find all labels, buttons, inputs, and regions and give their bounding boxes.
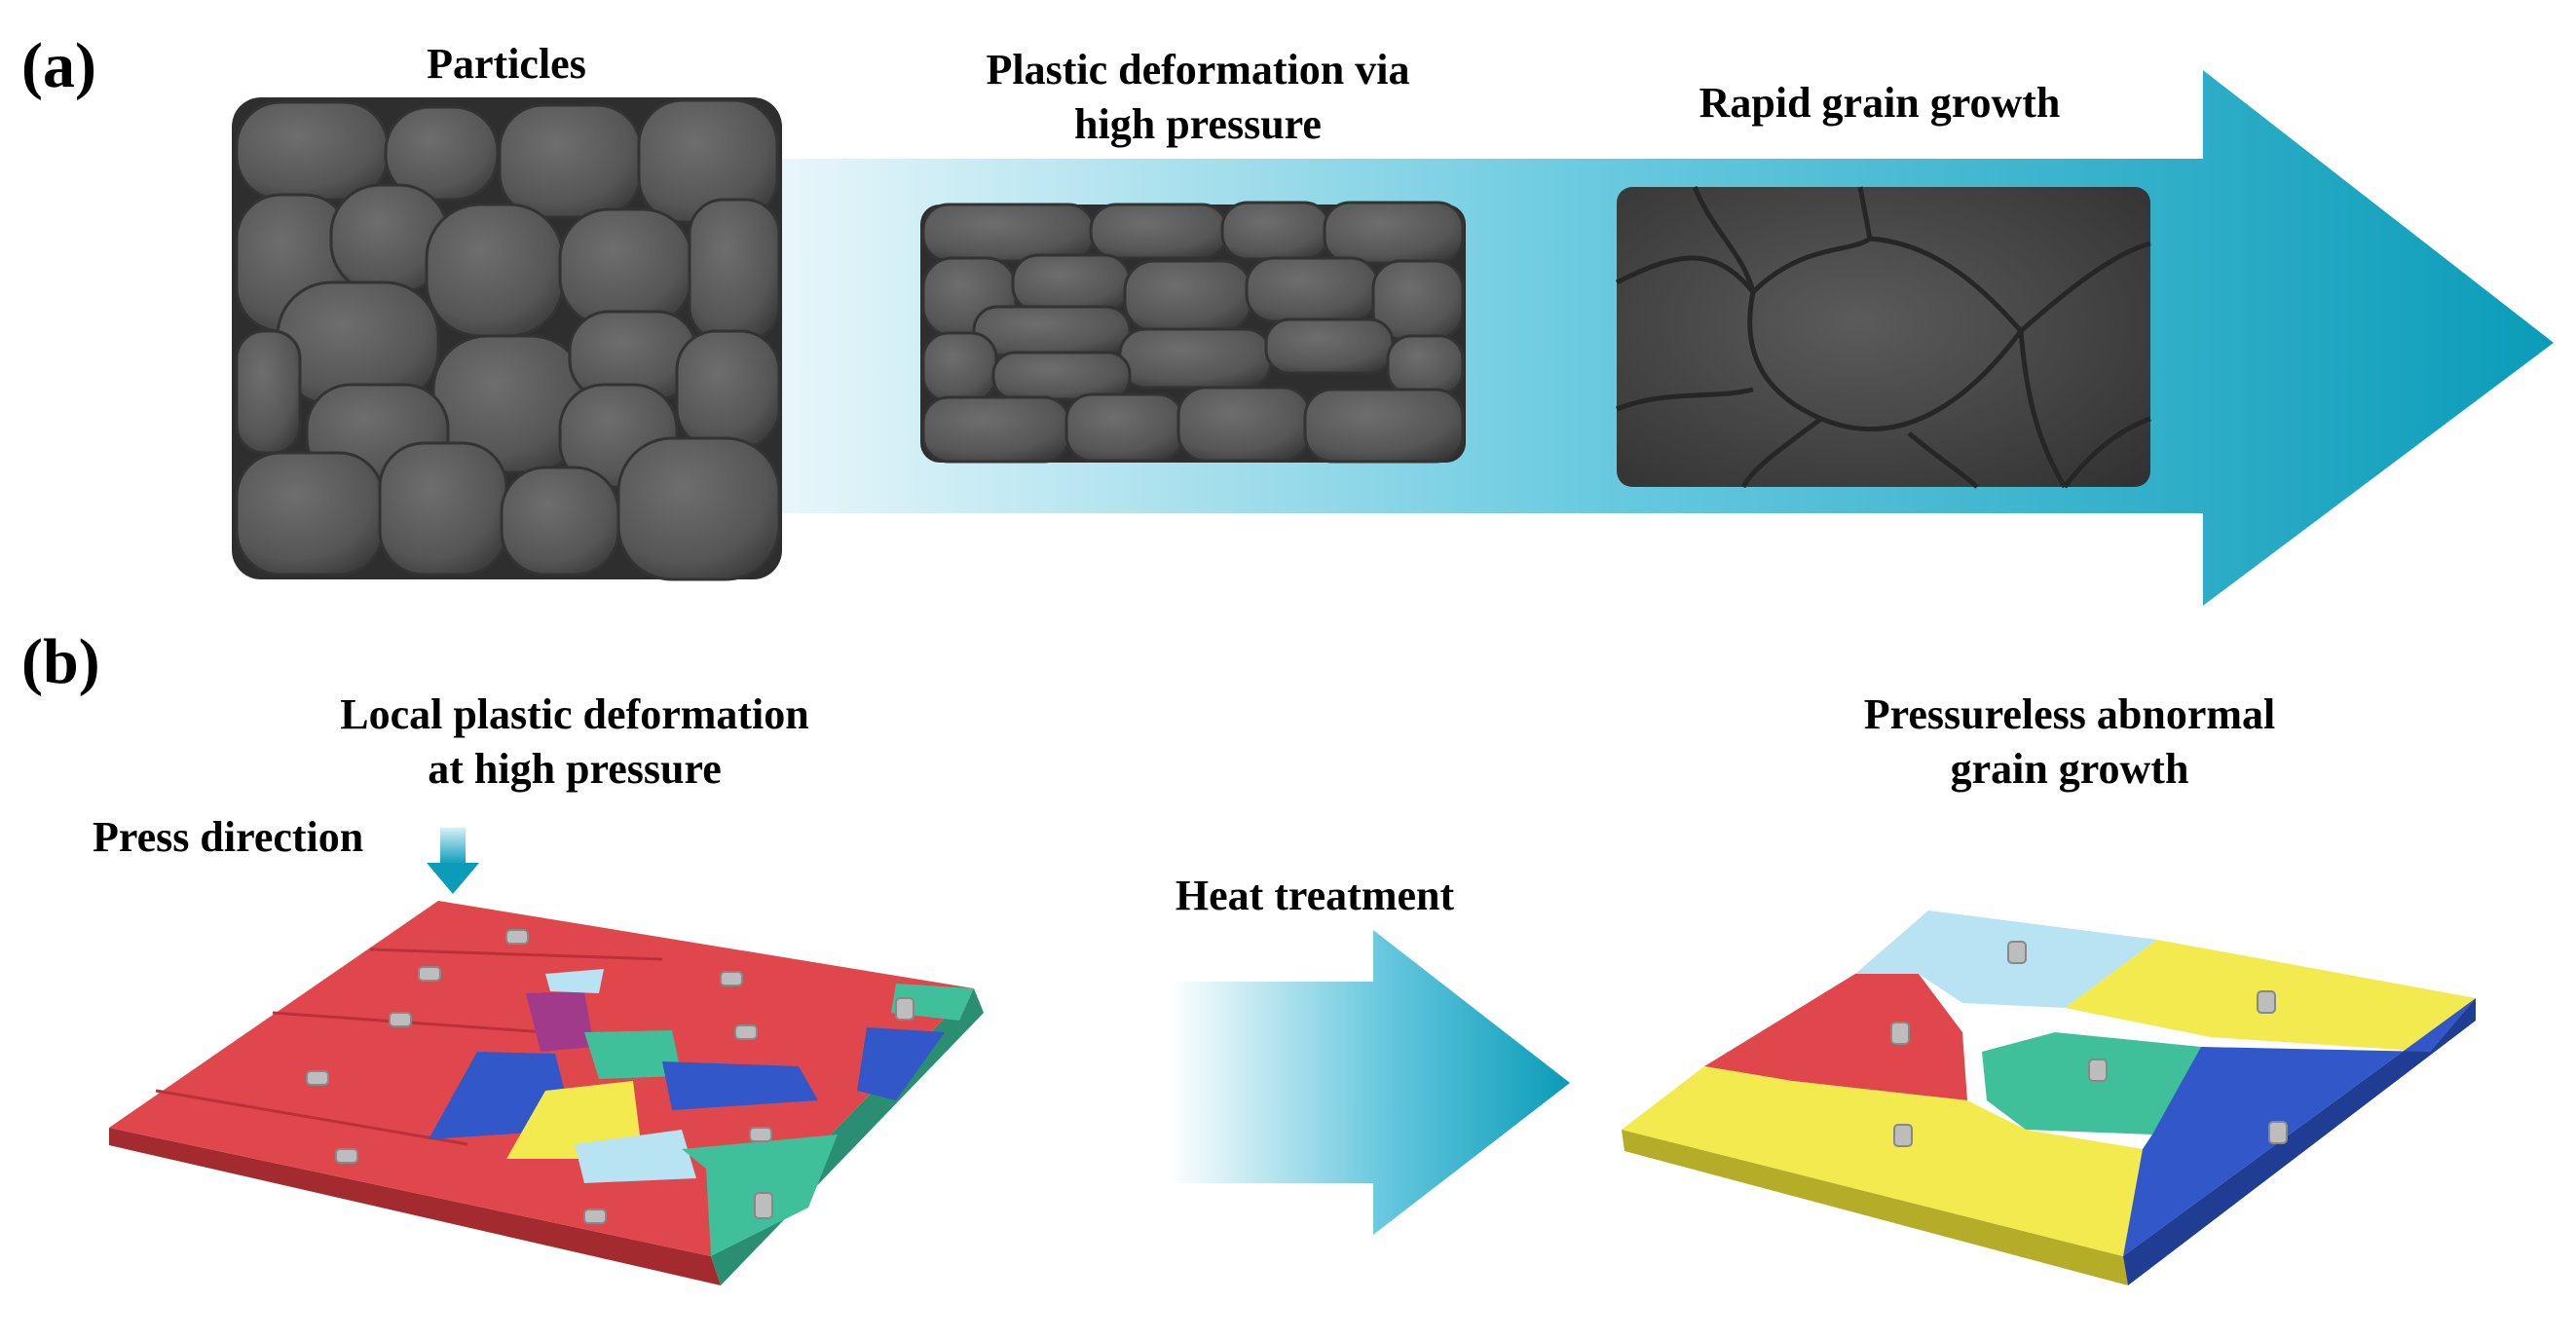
panel-b-label: (b) bbox=[21, 626, 100, 697]
step-plastic-deformation-line1: Plastic deformation via bbox=[986, 46, 1410, 93]
grain-green-big bbox=[1982, 1032, 2201, 1134]
grain-blue-a bbox=[857, 1027, 945, 1100]
grown-grains-block bbox=[1615, 186, 2151, 489]
grain-blue-big bbox=[2123, 998, 2476, 1256]
deformed-grain-plate bbox=[109, 901, 984, 1285]
grain-yellow-big bbox=[1622, 1066, 2143, 1256]
grain-yellow bbox=[506, 1081, 643, 1159]
local-deformation-line1: Local plastic deformation bbox=[340, 690, 809, 738]
press-direction-arrow bbox=[427, 828, 479, 894]
abnormal-growth-line1: Pressureless abnormal bbox=[1863, 690, 2276, 738]
deformed-particles-block bbox=[920, 201, 1466, 464]
press-direction-label: Press direction bbox=[93, 813, 364, 861]
abnormal-growth-line2: grain growth bbox=[1950, 745, 2189, 793]
particles-block bbox=[232, 97, 782, 581]
step-rapid-grain-growth-title: Rapid grain growth bbox=[1699, 79, 2061, 127]
grain-lightblue-a bbox=[545, 969, 604, 993]
grown-grain-plate bbox=[1622, 911, 2476, 1285]
heat-treatment-label: Heat treatment bbox=[1175, 872, 1455, 919]
grain-red-big bbox=[1704, 974, 1967, 1100]
abnormal-growth-title: Pressureless abnormal grain growth bbox=[1753, 688, 2386, 797]
grain-lightblue-b bbox=[575, 1130, 696, 1183]
grain-green-b bbox=[584, 1030, 682, 1079]
step-plastic-deformation-line2: high pressure bbox=[1074, 100, 1322, 148]
step-plastic-deformation-title: Plastic deformation via high pressure bbox=[896, 43, 1500, 152]
local-deformation-title: Local plastic deformation at high pressu… bbox=[243, 688, 906, 797]
panel-a-label: (a) bbox=[21, 30, 96, 101]
local-deformation-line2: at high pressure bbox=[428, 745, 722, 793]
grain-blue-c bbox=[662, 1061, 818, 1110]
heat-treatment-arrow bbox=[1169, 930, 1570, 1235]
grain-magenta bbox=[526, 991, 594, 1052]
step-particles-title: Particles bbox=[427, 40, 586, 88]
grain-lightblue-big bbox=[1855, 911, 2157, 1008]
